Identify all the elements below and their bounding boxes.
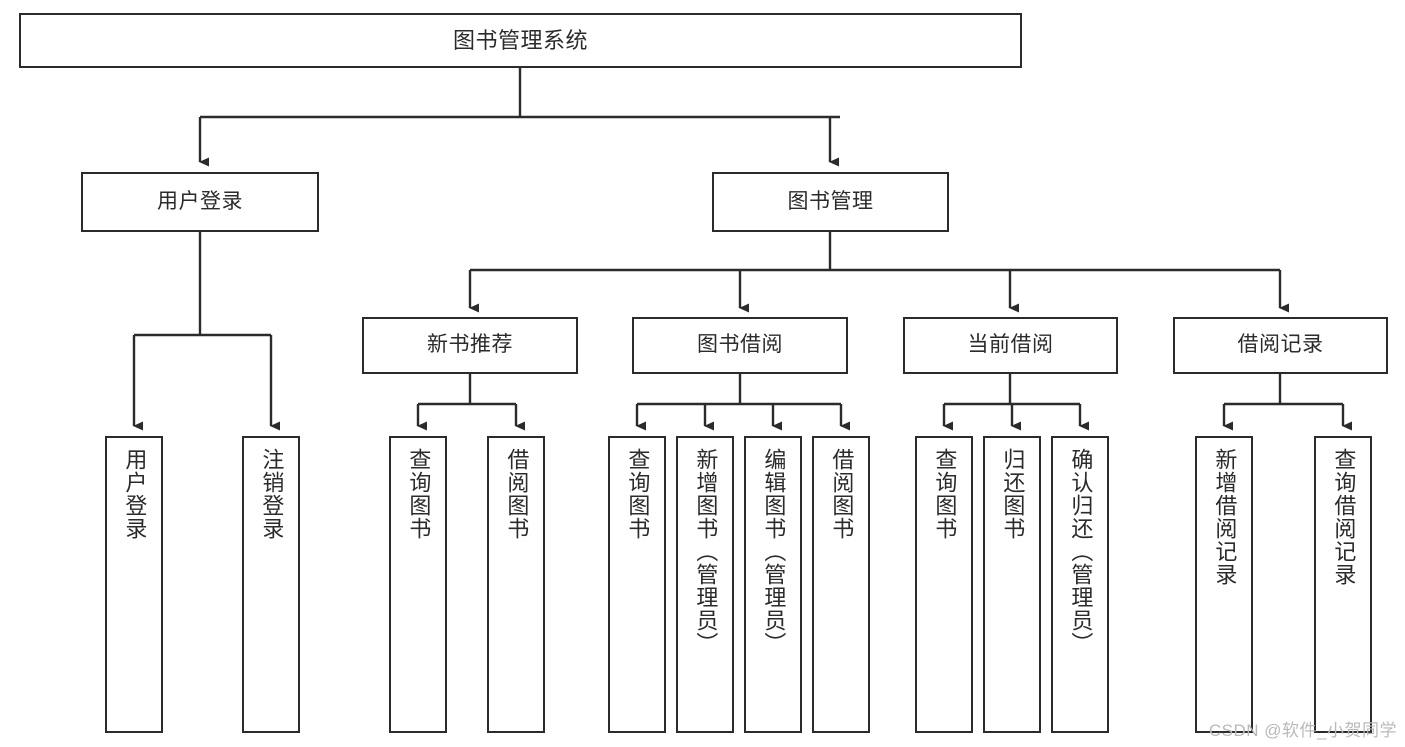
leaf-user-login-logout[interactable]: 注销登录 <box>242 436 300 733</box>
node-borrow-record[interactable]: 借阅记录 <box>1173 317 1388 374</box>
leaf-book-borrow-borrow-book[interactable]: 借阅图书 <box>812 436 870 733</box>
node-label: 查询图书 <box>406 448 432 540</box>
leaf-current-borrow-query-book[interactable]: 查询图书 <box>915 436 973 733</box>
node-label: 图书借阅 <box>697 333 783 357</box>
node-label: 新书推荐 <box>427 333 513 357</box>
leaf-borrow-record-add-record[interactable]: 新增借阅记录 <box>1195 436 1253 733</box>
leaf-user-login-login[interactable]: 用户登录 <box>105 436 163 733</box>
node-label: 归还图书 <box>1000 448 1026 540</box>
node-label: 新增借阅记录 <box>1212 448 1238 586</box>
node-label: 借阅图书 <box>829 448 855 540</box>
leaf-current-borrow-return-book[interactable]: 归还图书 <box>983 436 1041 733</box>
node-label: 新增图书（管理员） <box>693 448 719 655</box>
node-label: 当前借阅 <box>967 333 1054 357</box>
leaf-book-borrow-edit-book-admin[interactable]: 编辑图书（管理员） <box>744 436 802 733</box>
node-label: 注销登录 <box>259 448 285 540</box>
leaf-new-book-query-book[interactable]: 查询图书 <box>389 436 447 733</box>
node-label: 查询图书 <box>932 448 958 540</box>
node-label: 图书管理系统 <box>452 27 588 53</box>
leaf-new-book-borrow-book[interactable]: 借阅图书 <box>487 436 545 733</box>
node-label: 借阅记录 <box>1237 333 1324 357</box>
node-label: 查询图书 <box>625 448 651 540</box>
node-label: 用户登录 <box>122 448 148 540</box>
node-book-borrow[interactable]: 图书借阅 <box>632 317 848 374</box>
node-current-borrow[interactable]: 当前借阅 <box>903 317 1118 374</box>
node-new-book-recommend[interactable]: 新书推荐 <box>362 317 578 374</box>
node-root-book-management-system[interactable]: 图书管理系统 <box>19 13 1022 68</box>
node-label: 借阅图书 <box>504 448 530 540</box>
node-label: 查询借阅记录 <box>1331 448 1357 586</box>
leaf-book-borrow-query-book[interactable]: 查询图书 <box>608 436 666 733</box>
leaf-book-borrow-add-book-admin[interactable]: 新增图书（管理员） <box>676 436 734 733</box>
node-label: 图书管理 <box>787 189 874 213</box>
node-label: 编辑图书（管理员） <box>761 448 787 655</box>
node-label: 用户登录 <box>157 189 243 213</box>
leaf-borrow-record-query-record[interactable]: 查询借阅记录 <box>1314 436 1372 733</box>
node-user-login[interactable]: 用户登录 <box>81 172 319 232</box>
node-label: 确认归还（管理员） <box>1068 448 1094 655</box>
leaf-current-borrow-confirm-return-admin[interactable]: 确认归还（管理员） <box>1051 436 1109 733</box>
node-book-management[interactable]: 图书管理 <box>712 172 949 232</box>
